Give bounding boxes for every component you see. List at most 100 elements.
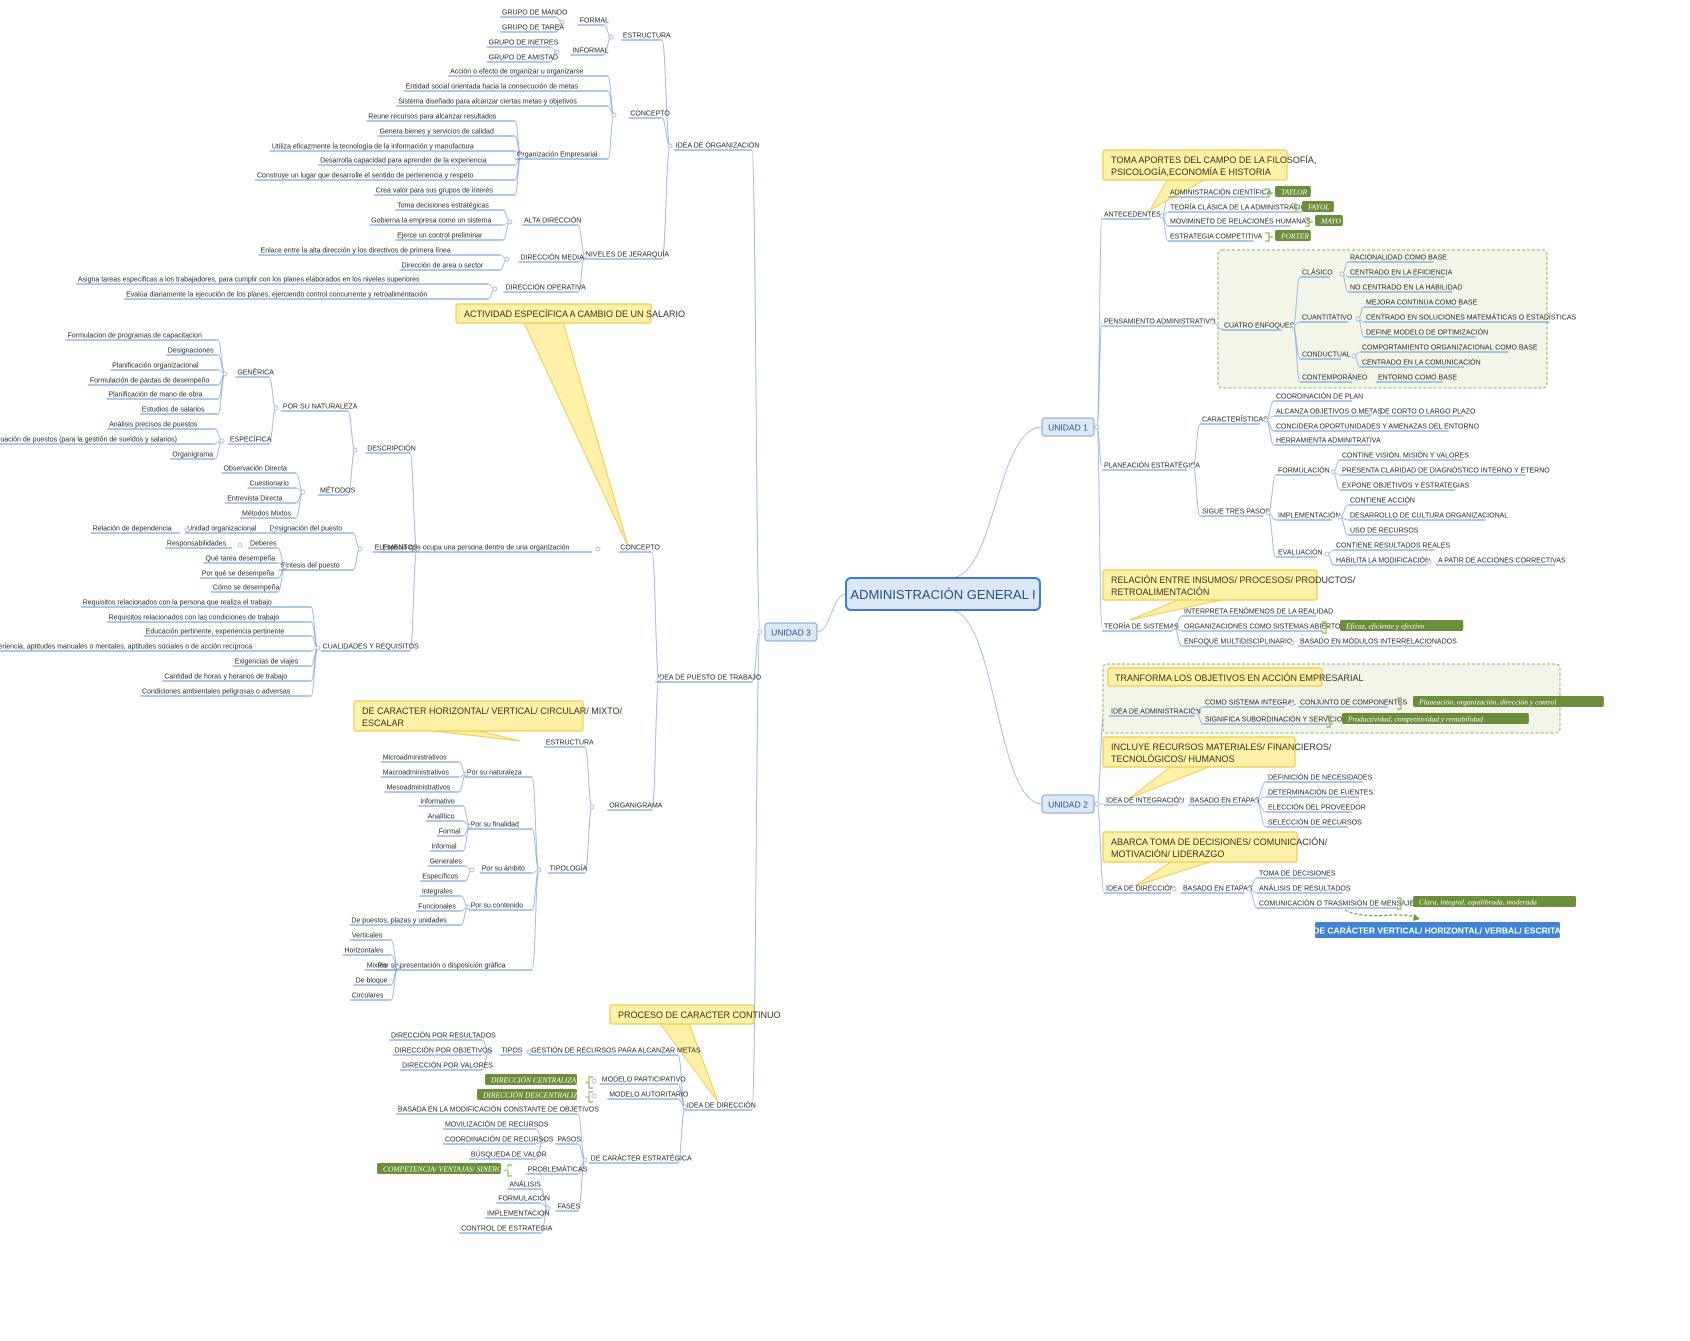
enfoque-item[interactable]: COMPORTAMIENTO ORGANIZACIONAL COMO BASE xyxy=(1362,345,1538,352)
caracteristica-item[interactable]: HERRAMIENTA ADMINITRATIVA xyxy=(1276,438,1381,445)
concepto-item[interactable]: Sistema diseñado para alcanzar ciertas m… xyxy=(398,99,577,106)
org-contenido-item[interactable]: Funcionales xyxy=(418,904,456,911)
generica-item[interactable]: Estudios de salarios xyxy=(142,407,205,414)
collapse-dot[interactable] xyxy=(1367,410,1373,416)
organigrama-topic[interactable]: ORGANIGRAMA xyxy=(609,803,663,810)
org-finalidad-item[interactable]: Informal xyxy=(431,844,457,851)
integracion-etapas[interactable]: BASADO EN ETAPAS xyxy=(1190,798,1260,805)
metodo-item[interactable]: Métodos Mixtos xyxy=(242,511,292,518)
idea-admin-callout[interactable] xyxy=(1107,667,1323,687)
modelo-autoritario-topic[interactable]: MODELO AUTORITARIO xyxy=(609,1092,689,1099)
cualidad-item[interactable]: Requisitos relacionados con las condicio… xyxy=(109,615,280,622)
modulos-item[interactable]: BASADO EN MÓDULOS INTERRELACIONADOS xyxy=(1300,637,1457,646)
implementacion-item[interactable]: CONTIENE ACCIÓN xyxy=(1350,496,1415,505)
org-naturaleza-item[interactable]: Macroadministrativos xyxy=(383,770,450,777)
integracion-item[interactable]: DEFINICIÓN DE NECESIDADES xyxy=(1268,773,1373,782)
direccion-u2-item[interactable]: TOMA DE DECISIONES xyxy=(1259,871,1336,878)
org-ambito-topic[interactable]: Por su ámbito xyxy=(482,866,525,873)
org-presentacion-topic[interactable]: Por su presentación o disposición gráfic… xyxy=(378,963,506,970)
collapse-dot[interactable] xyxy=(1178,798,1184,804)
comunicacion-tag[interactable] xyxy=(1413,896,1577,907)
sintesis-item[interactable]: Deberes xyxy=(250,541,277,548)
caracteristicas-topic[interactable]: CARACTERÍSTICAS xyxy=(1202,415,1268,424)
integracion-item[interactable]: DETERMINACIÓN DE FUENTES xyxy=(1268,788,1373,797)
sistemas-item[interactable]: INTERPRETA FENÓMENOS DE LA REALIDAD xyxy=(1184,607,1333,616)
collapse-dot[interactable] xyxy=(656,676,662,682)
org-ambito-item[interactable]: Específicos xyxy=(422,874,458,881)
concepto-item[interactable]: Entidad social orientada hacia la consec… xyxy=(406,84,579,91)
collapse-dot[interactable] xyxy=(1094,801,1100,807)
designacion-topic[interactable]: Designación del puesto xyxy=(269,526,342,533)
org-presentacion-item[interactable]: Horizontales xyxy=(344,948,383,955)
tres-pasos-topic[interactable]: SIGUE TRES PASOS xyxy=(1202,509,1270,516)
collapse-dot[interactable] xyxy=(582,253,588,259)
org-empresarial-topic[interactable]: Organización Empresarial xyxy=(517,152,598,159)
antecedentes-topic[interactable]: ANTECEDENTES xyxy=(1104,212,1161,219)
collapse-dot[interactable] xyxy=(1171,625,1177,631)
collapse-dot[interactable] xyxy=(357,546,363,552)
org-naturaleza-topic[interactable]: Por su naturaleza xyxy=(467,770,522,777)
formulacion-topic[interactable]: FORMULACIÓN xyxy=(1278,466,1330,475)
tipo-direccion-item[interactable]: DIRECCIÓN POR OBJETIVOS xyxy=(395,1046,493,1055)
cualidad-item[interactable]: Exigencias de viajes xyxy=(235,659,299,666)
author-tag[interactable] xyxy=(1275,186,1311,197)
collapse-dot[interactable] xyxy=(219,438,225,444)
collapse-dot[interactable] xyxy=(282,564,288,570)
centralizada-tag[interactable] xyxy=(485,1074,577,1085)
enfoque-item[interactable]: DEFINE MODELO DE OPTIMIZACIÓN xyxy=(1366,328,1488,337)
direccion-u2-topic[interactable]: IDEA DE DIRECCIÓN xyxy=(1106,884,1175,893)
formulacion-item[interactable]: EXPONE OBJETIVOS Y ESTRATEGIAS xyxy=(1342,483,1470,490)
collapse-dot[interactable] xyxy=(1426,559,1432,565)
competencia-tag[interactable] xyxy=(377,1163,501,1174)
author-tag[interactable] xyxy=(1302,201,1334,212)
collapse-dot[interactable] xyxy=(611,112,617,118)
sintesis-item[interactable]: Cómo se desempeña xyxy=(213,585,280,592)
integracion-item[interactable]: SELECCIÓN DE RECURSOS xyxy=(1268,818,1362,827)
grupo-item[interactable]: GRUPO DE AMISTAD xyxy=(489,55,559,62)
org-naturaleza-item[interactable]: Mesoadministrativos xyxy=(387,785,451,792)
informal-topic[interactable]: INFORMAL xyxy=(572,48,608,55)
collapse-dot[interactable] xyxy=(595,546,601,552)
collapse-dot[interactable] xyxy=(582,1157,588,1163)
cualidad-item[interactable]: Requisitos relacionados con la persona q… xyxy=(83,600,272,607)
evaluacion-topic[interactable]: EVALUACIÓN xyxy=(1278,548,1323,557)
author-tag[interactable] xyxy=(1315,215,1343,226)
enfoque-item[interactable]: ENTORNO COMO BASE xyxy=(1378,375,1458,382)
enfoque-1[interactable]: CUANTITATIVO xyxy=(1302,315,1353,322)
collapse-dot[interactable] xyxy=(1159,213,1165,219)
concepto-puesto-topic[interactable]: CONCEPTO xyxy=(620,545,660,552)
pensamiento-topic[interactable]: PENSAMIENTO ADMINISTRATIVO xyxy=(1104,319,1216,326)
direccion-operativa-item[interactable]: Asigna tareas especificas a los trabajad… xyxy=(78,277,420,284)
sistemas-callout[interactable] xyxy=(1102,569,1318,601)
direccion-media-topic[interactable]: DIRECCIÓN MEDIA xyxy=(520,253,584,262)
especifica-item[interactable]: Evaluación de puestos (para la gestión d… xyxy=(0,437,177,444)
conjunto-item[interactable]: CONJUNTO DE COMPONENTES xyxy=(1300,700,1408,707)
org-finalidad-item[interactable]: Informativo xyxy=(420,799,455,806)
generica-item[interactable]: Designaciones xyxy=(168,348,214,355)
org-presentacion-item[interactable]: Circulares xyxy=(352,993,384,1000)
generica-item[interactable]: Formulacion de programas de capacitacion xyxy=(68,333,202,340)
collapse-dot[interactable] xyxy=(414,546,420,552)
estrategica-topic[interactable]: DE CARÁCTER ESTRATÉGICA xyxy=(591,1154,692,1163)
collapse-dot[interactable] xyxy=(1209,319,1215,325)
collapse-dot[interactable] xyxy=(589,804,595,810)
espacio-item[interactable]: Espacio que ocupa una persona dentro de … xyxy=(382,545,569,552)
alta-direccion-item[interactable]: Ejerce un control preliminar xyxy=(397,233,483,240)
collapse-dot[interactable] xyxy=(1324,551,1330,557)
idea-organizacion-topic[interactable]: IDEA DE ORGANIZACIÓN xyxy=(676,141,760,150)
problematicas-topic[interactable]: PROBLEMÁTICAS xyxy=(528,1165,588,1174)
modelo-participativo-topic[interactable]: MODELO PARTICIPATIVO xyxy=(602,1077,686,1084)
descentralizada-tag[interactable] xyxy=(477,1089,577,1100)
collapse-dot[interactable] xyxy=(608,34,614,40)
sintesis-topic[interactable]: Síntesis del puesto xyxy=(281,563,340,570)
collapse-dot[interactable] xyxy=(467,823,473,829)
tipo-direccion-item[interactable]: DIRECCIÓN POR VALORES xyxy=(402,1061,493,1070)
collapse-dot[interactable] xyxy=(271,527,277,533)
enfoque-item[interactable]: CENTRADO EN LA COMUNICACIÓN xyxy=(1362,358,1481,367)
org-contenido-item[interactable]: Integrales xyxy=(422,889,453,896)
cualidad-item[interactable]: Cantidad de horas y horarios de trabajo xyxy=(164,674,287,681)
collapse-dot[interactable] xyxy=(184,527,190,533)
caracteristica-item[interactable]: CONCIDERA OPORTUNIDADES Y AMENAZAS DEL E… xyxy=(1276,424,1480,431)
unidad-2-node[interactable] xyxy=(1041,794,1095,814)
sistemas-item[interactable]: ENFOQUE MULTIDISCIPLINARIO xyxy=(1184,639,1293,646)
